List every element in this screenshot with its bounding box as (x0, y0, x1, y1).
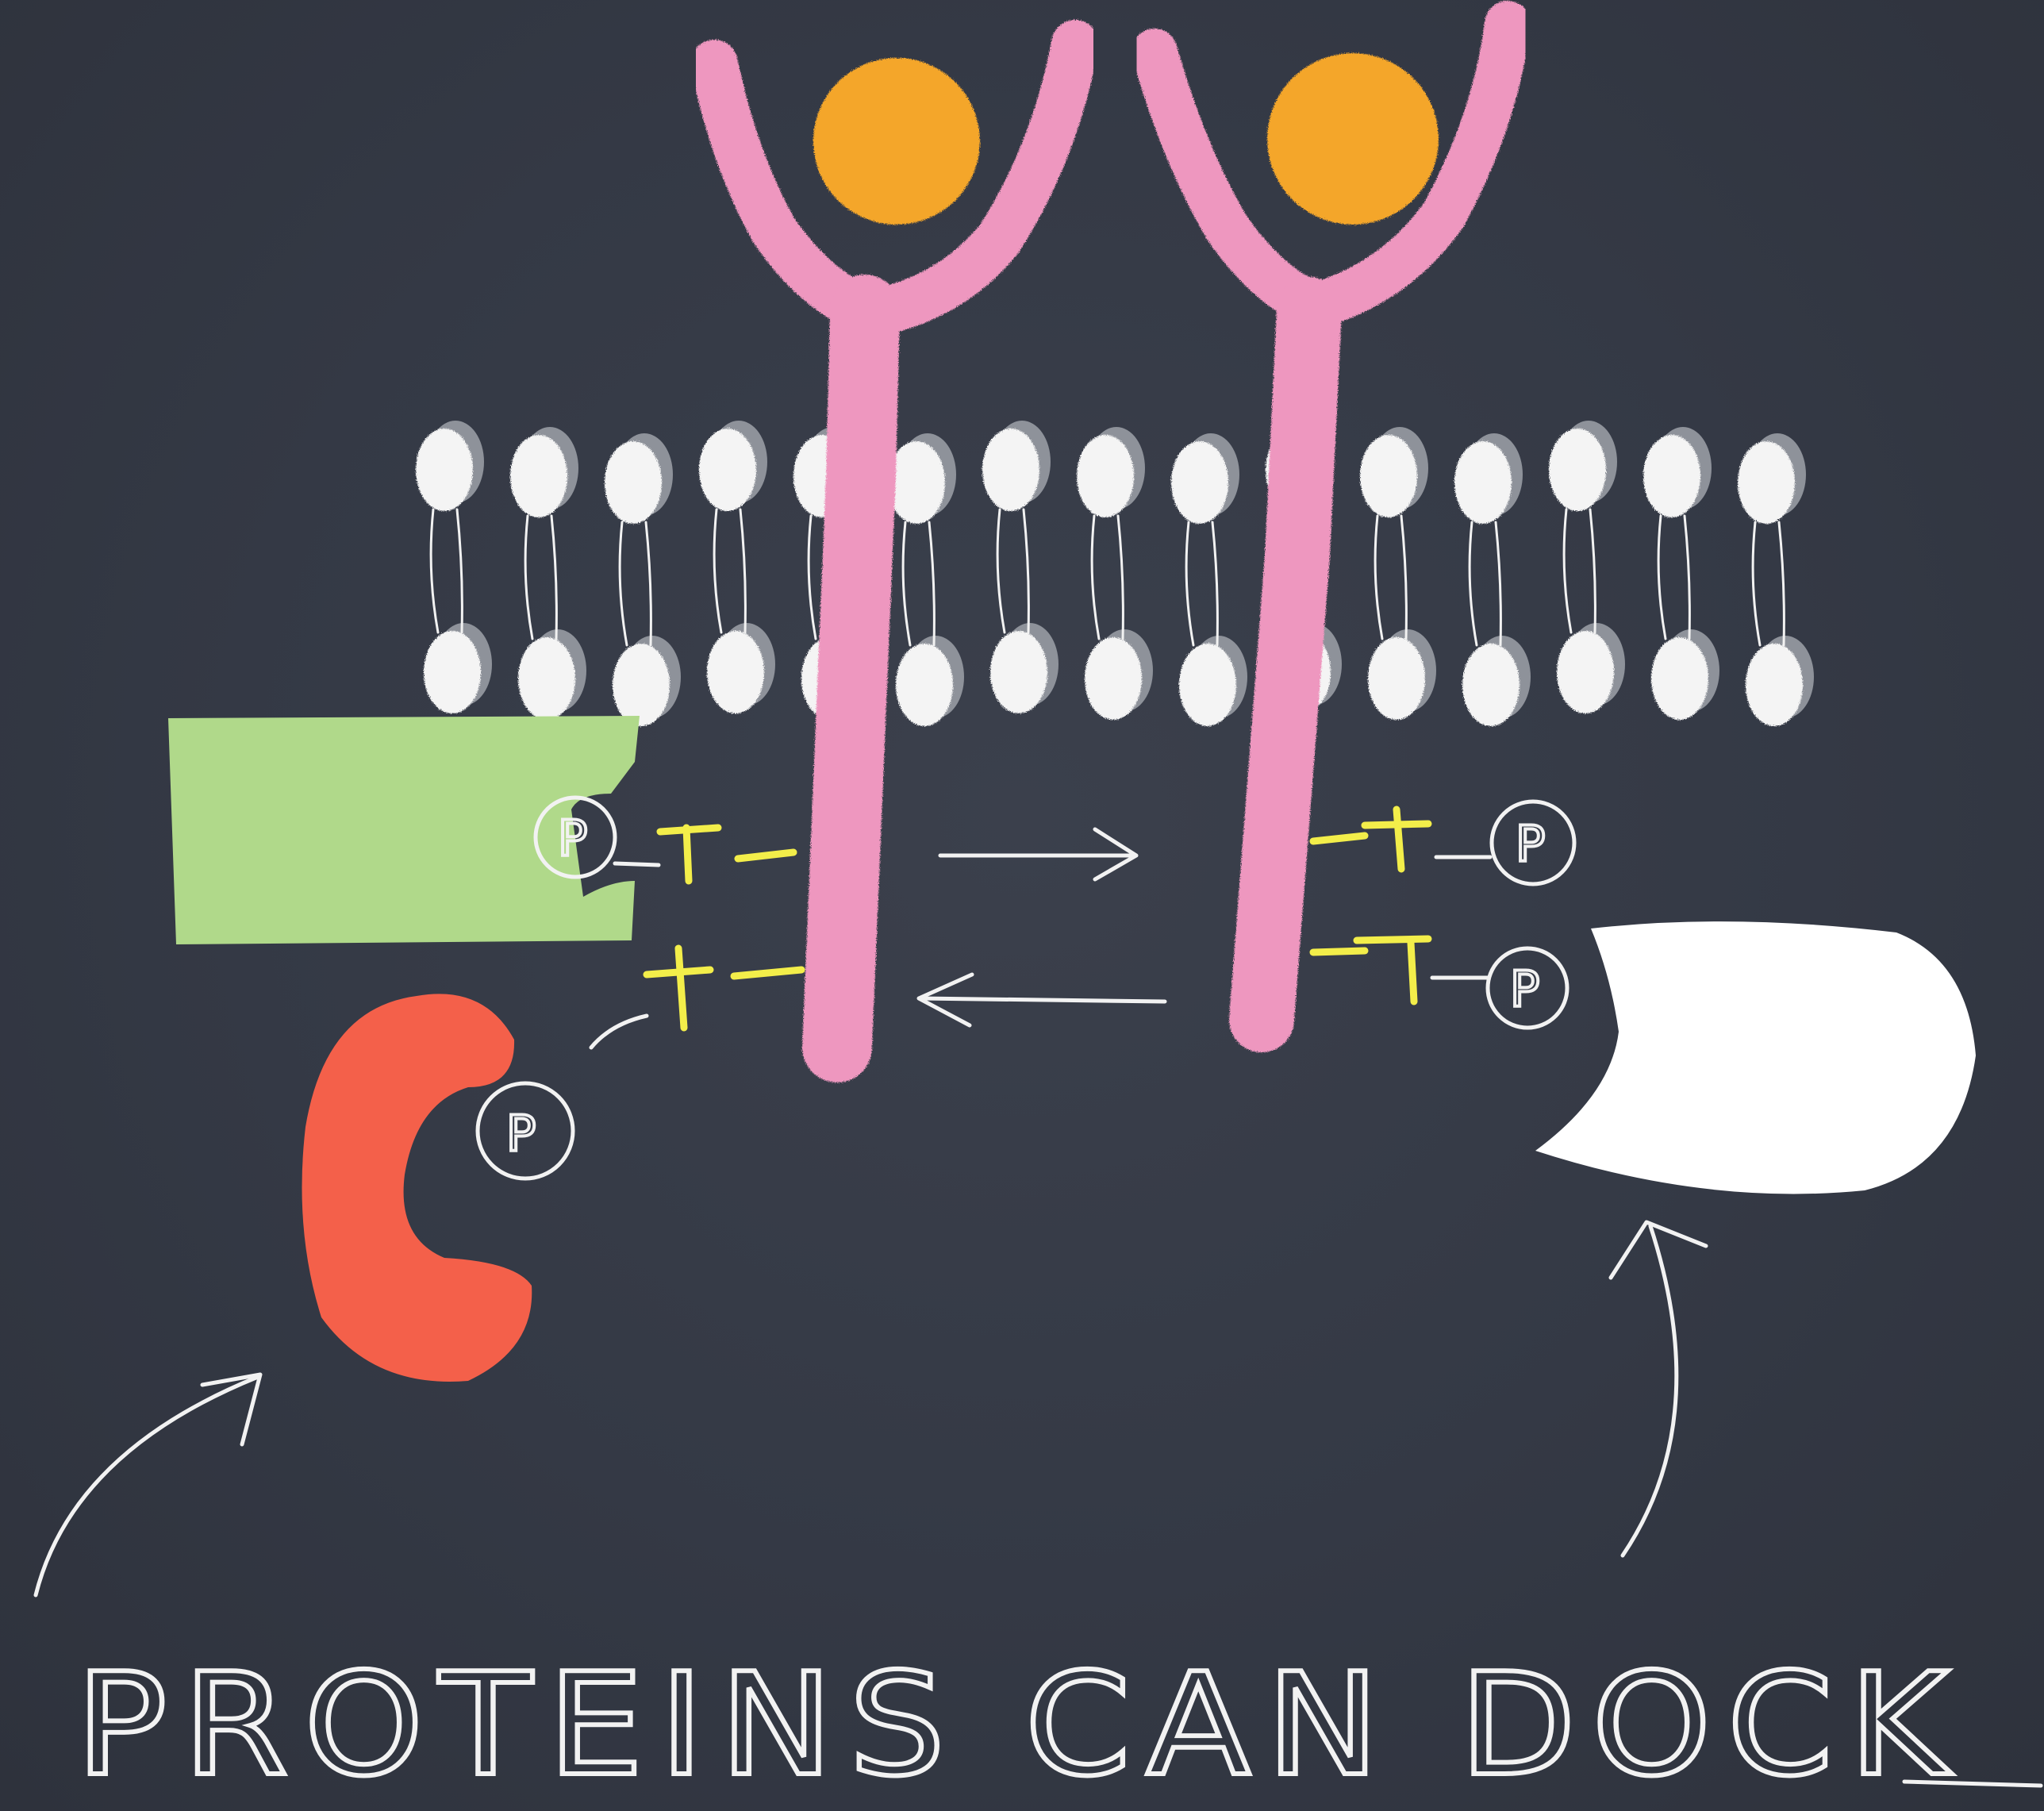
tyrosine-linker-left-upper (615, 828, 793, 881)
lipid-tail (714, 509, 721, 633)
lipid-head-inner (1462, 644, 1520, 726)
lipid-head-inner (1651, 637, 1708, 720)
lipid-head-outer (1643, 435, 1700, 517)
lipid-molecule (699, 421, 775, 713)
lipid-head-outer (1738, 441, 1795, 524)
lipid-head-outer (982, 429, 1039, 511)
lipid-tail (1375, 516, 1382, 639)
lipid-tail (1401, 516, 1406, 639)
lipid-tail (1186, 522, 1193, 645)
red-protein (302, 994, 532, 1382)
lipid-head-outer (699, 429, 756, 511)
pointer-arrow-left (36, 1375, 260, 1595)
lipid-head-inner (990, 631, 1047, 713)
lipid-tail (1564, 509, 1571, 633)
lipid-molecule (416, 421, 492, 713)
lipid-tail (1470, 522, 1477, 645)
lipid-tail (1496, 522, 1500, 645)
phosphate-group-left-lower: P (478, 1083, 573, 1178)
lipid-molecule (1454, 433, 1531, 726)
lipid-tail (740, 509, 745, 633)
arrow-left (919, 975, 1165, 1025)
lipid-head-outer (1077, 435, 1134, 517)
lipid-head-inner (1368, 637, 1425, 720)
lipid-tail (1590, 509, 1595, 633)
lipid-molecule (1360, 427, 1436, 720)
lipid-head-outer (1454, 441, 1512, 524)
lipid-head-inner (424, 631, 481, 713)
lipid-tail (1685, 516, 1689, 639)
lipid-molecule (1077, 427, 1153, 720)
lipid-head-outer (416, 429, 473, 511)
lipid-tail (457, 509, 462, 633)
lipid-tail (551, 516, 556, 639)
lipid-bilayer (416, 421, 1814, 726)
arrow-right (940, 829, 1136, 879)
phosphate-label: P (558, 809, 587, 867)
lipid-head-inner (1085, 637, 1142, 720)
lipid-molecule (1643, 427, 1719, 720)
tyrosine-linker-right-lower (1313, 939, 1488, 1002)
phosphate-group-right-upper: P (1492, 802, 1574, 884)
lipid-tail (431, 509, 438, 633)
lipid-molecule (888, 433, 964, 726)
phosphate-label: P (1510, 960, 1539, 1018)
lipid-tail (1753, 522, 1760, 645)
lipid-head-inner (1557, 631, 1614, 713)
lipid-head-inner (1179, 644, 1236, 726)
tyrosine-linker-right-upper (1313, 809, 1490, 869)
lipid-molecule (1738, 433, 1814, 726)
phosphate-group-right-lower: P (1488, 948, 1567, 1028)
lipid-tail (1118, 516, 1123, 639)
lipid-tail (809, 516, 816, 639)
lipid-head-outer (1171, 441, 1228, 524)
lipid-head-outer (605, 441, 662, 524)
ligand-left (813, 58, 980, 225)
lipid-head-inner (613, 644, 670, 726)
lipid-tail (525, 516, 532, 639)
lipid-molecule (510, 427, 586, 720)
ligand-right (1267, 53, 1439, 225)
lipid-tail (903, 522, 910, 645)
lipid-tail (1658, 516, 1666, 639)
tyrosine-linker-left-lower (591, 948, 801, 1048)
lipid-head-outer (1360, 435, 1417, 517)
lipid-tail (620, 522, 627, 645)
lipid-head-inner (707, 631, 764, 713)
lipid-molecule (605, 433, 681, 726)
white-protein (1535, 921, 1976, 1194)
lipid-tail (1092, 516, 1099, 639)
phosphate-label: P (1516, 815, 1545, 873)
lipid-head-outer (1549, 429, 1606, 511)
lipid-molecule (1549, 421, 1625, 713)
pointer-arrow-right (1611, 1222, 1706, 1555)
lipid-molecule (982, 421, 1058, 713)
receptor-left-stem (837, 310, 865, 1048)
receptor-right-stem (1262, 310, 1309, 1020)
lipid-tail (997, 509, 1005, 633)
lipid-head-outer (510, 435, 567, 517)
lipid-tail (646, 522, 651, 645)
lipid-head-inner (896, 644, 953, 726)
lipid-head-inner (1746, 644, 1803, 726)
lipid-tail (1212, 522, 1217, 645)
lipid-tail (1779, 522, 1784, 645)
phosphate-label: P (506, 1105, 536, 1163)
lipid-head-outer (888, 441, 945, 524)
lipid-head-inner (518, 637, 575, 720)
caption: PROTEINS CAN DOCK (75, 1643, 1964, 1807)
lipid-tail (929, 522, 934, 645)
lipid-molecule (1171, 433, 1247, 726)
lipid-tail (1024, 509, 1028, 633)
